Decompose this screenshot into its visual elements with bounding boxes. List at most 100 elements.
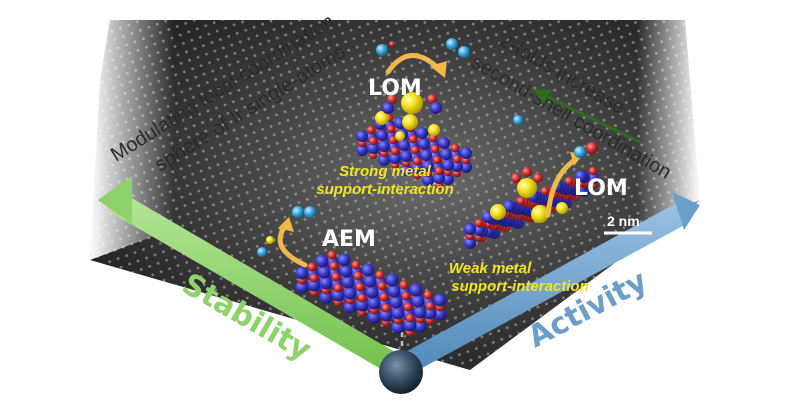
hydroxide-atom: [574, 146, 586, 158]
metal-atom: [440, 148, 452, 160]
oxygen-atom: [533, 173, 543, 183]
strong-interaction-line-1: Strong metal: [339, 163, 432, 180]
iridium-atom: [556, 202, 568, 214]
hydroxide-atom: [292, 206, 304, 218]
metal-atom: [367, 296, 381, 310]
metal-atom: [343, 286, 357, 300]
oxygen-atom: [375, 270, 385, 280]
metal-atom: [464, 223, 476, 235]
metal-atom: [376, 129, 388, 141]
weak-interaction-line-1: Weak metal: [449, 260, 532, 277]
metal-atom: [398, 139, 410, 151]
stability-axis: [98, 176, 400, 380]
iridium-atom: [490, 204, 506, 220]
metal-atom: [319, 290, 333, 304]
oxygen-atom: [564, 176, 574, 186]
metal-atom: [389, 152, 401, 164]
metal-atom: [411, 162, 423, 174]
metal-atom: [365, 285, 379, 299]
origin-knob: [379, 350, 423, 394]
metal-atom: [587, 172, 599, 184]
oxygen-atom: [423, 290, 433, 300]
metal-atom: [355, 298, 369, 312]
oxygen-atom: [425, 301, 435, 311]
iridium-atom: [395, 131, 405, 141]
metal-atom: [378, 154, 390, 166]
metal-atom: [389, 295, 403, 309]
metal-atom: [418, 138, 430, 150]
hydroxide-atom: [458, 46, 470, 58]
oxygen-atom: [333, 283, 343, 293]
metal-atom: [430, 102, 442, 114]
oxygen-atom: [511, 173, 521, 183]
metal-atom: [416, 127, 428, 139]
hydroxide-atom: [376, 44, 388, 56]
metal-atom: [295, 266, 309, 280]
hydroxide-atom: [446, 38, 458, 50]
metal-atom: [442, 159, 454, 171]
metal-atom: [433, 172, 445, 184]
oxygen-atom: [405, 313, 415, 323]
oxygen-atom: [389, 41, 395, 47]
oxygen-atom: [452, 154, 462, 164]
metal-atom: [339, 264, 353, 278]
slab-aem: [295, 250, 447, 337]
metal-atom: [356, 144, 368, 156]
oxygen-atom: [377, 281, 387, 291]
metal-atom: [420, 149, 432, 161]
mechanism-label-lom-right: LOM: [574, 176, 628, 201]
metal-atom: [315, 254, 329, 268]
hydroxide-atom: [257, 247, 267, 257]
metal-atom: [363, 274, 377, 288]
metal-atom: [361, 263, 375, 277]
oxygen-atom: [401, 291, 411, 301]
metal-atom: [460, 161, 472, 173]
metal-atom: [317, 265, 331, 279]
oxygen-atom: [357, 293, 367, 303]
metal-atom: [400, 164, 412, 176]
oxygen-atom: [522, 167, 532, 177]
metal-atom: [337, 253, 351, 267]
iridium-atom: [375, 111, 389, 125]
oxygen-atom: [379, 292, 389, 302]
iridium-atom: [402, 114, 418, 130]
oxygen-atom: [412, 156, 422, 166]
scale-label: 2 nm: [607, 213, 640, 229]
oxygen-atom: [331, 272, 341, 282]
weak-interaction-line-2: support-interaction: [451, 278, 589, 295]
metal-atom: [438, 137, 450, 149]
oxygen-atom: [399, 280, 409, 290]
metal-atom: [400, 150, 412, 162]
metal-atom: [433, 293, 447, 307]
slab-strong: [356, 111, 472, 190]
metal-atom: [385, 273, 399, 287]
metal-atom: [391, 306, 405, 320]
oxygen-atom: [327, 250, 337, 260]
oxygen-atom: [386, 124, 396, 134]
metal-atom: [460, 147, 472, 159]
scale-bar: 2 nm: [604, 213, 652, 235]
metal-atom: [367, 310, 381, 324]
oxygen-atom: [403, 302, 413, 312]
oxygen-atom: [427, 94, 437, 104]
oxygen-atom: [540, 186, 550, 196]
oxygen-atom: [432, 155, 442, 165]
metal-atom: [387, 284, 401, 298]
oxygen-atom: [353, 271, 363, 281]
oxygen-atom: [408, 134, 418, 144]
oxygen-atom: [307, 262, 317, 272]
oxygen-atom: [588, 166, 598, 176]
oxygen-atom: [474, 218, 484, 228]
oxygen-atom: [430, 144, 440, 154]
metal-atom: [422, 174, 434, 186]
oxygen-atom: [450, 143, 460, 153]
oxygen-atom: [390, 146, 400, 156]
metal-atom: [307, 278, 321, 292]
metal-atom: [295, 280, 309, 294]
strong-interaction-line-2: support-interaction: [316, 181, 454, 198]
metal-atom: [411, 294, 425, 308]
oxygen-atom: [381, 303, 391, 313]
iridium-atom: [266, 236, 274, 244]
metal-atom: [464, 237, 476, 249]
oxygen-atom: [309, 273, 319, 283]
